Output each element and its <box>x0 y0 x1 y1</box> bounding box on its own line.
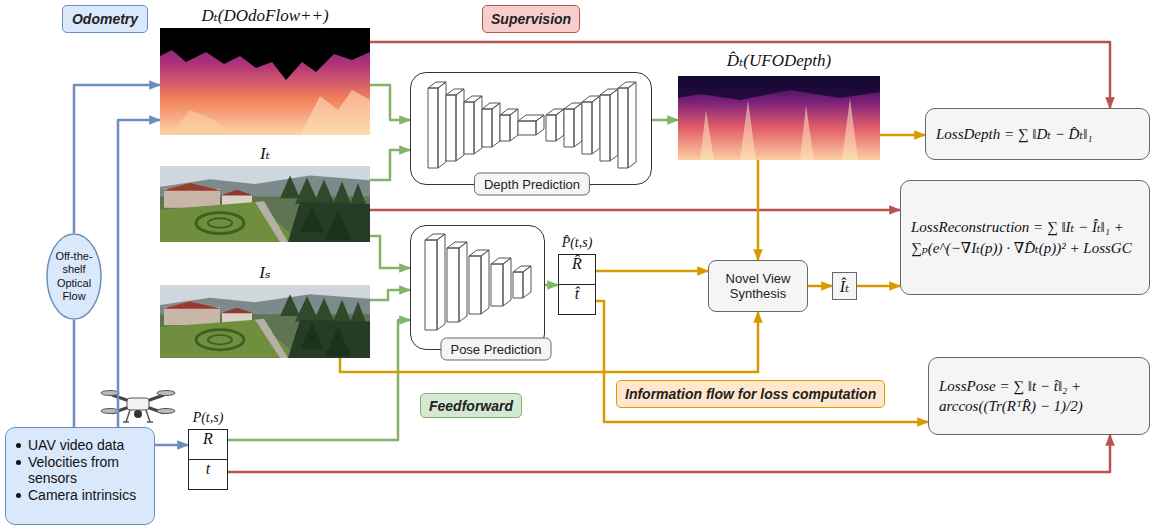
flow-arrow <box>370 85 410 120</box>
label-text: LossDepth = ∑ ‖Dₜ − D̂ₜ‖₁ <box>936 124 1139 144</box>
label-text: Off-the-shelf Optical Flow <box>50 250 98 303</box>
bullet <box>16 493 21 498</box>
flow-arrow <box>73 320 76 427</box>
label-text: t̂ <box>559 284 595 314</box>
depth-map-image: D̂ₜ(UFODepth) <box>678 50 880 160</box>
legend-tag: Odometry <box>62 5 148 33</box>
predicted-depth-picture <box>678 76 880 160</box>
flow-arrow <box>228 320 410 440</box>
ellipse-shape <box>47 234 101 319</box>
image-box: Îₜ <box>832 272 857 300</box>
frame-image: Iₛ <box>160 262 370 358</box>
flow-arrow <box>596 270 708 273</box>
label-text: P(t,s) <box>188 407 228 429</box>
flow-arrow <box>370 290 410 300</box>
label-text: t <box>189 459 227 489</box>
label-text: Pose Prediction <box>440 338 551 361</box>
frame-picture <box>160 166 370 242</box>
flow-arrow <box>370 209 900 212</box>
label-text: P̂(t,s) <box>558 232 596 254</box>
list-item: UAV video data <box>14 437 146 453</box>
bullet <box>16 460 21 465</box>
label-text: Iₜ <box>160 143 370 165</box>
label-text: Dₜ(DOdoFlow++) <box>160 5 370 27</box>
label-text: Camera intrinsics <box>28 487 136 503</box>
input-box: UAV video dataVelocities from sensorsCam… <box>5 427 155 525</box>
loss-box: LossReconstruction = ∑ ‖Iₜ − Îₜ‖₁ + ∑ₚ(e… <box>900 180 1150 295</box>
flow-arrow <box>340 312 758 372</box>
label-text: Supervision <box>491 11 571 27</box>
flow-arrow <box>857 285 900 288</box>
label-text: Novel View Synthesis <box>715 271 801 301</box>
legend-tag: Information flow for loss computation <box>616 380 885 408</box>
flow-arrow <box>652 119 678 122</box>
vector-cells: Rt <box>188 429 228 490</box>
pose-vector: P̂(t,s)R̂t̂ <box>558 232 596 316</box>
legend-tag: Supervision <box>482 5 580 33</box>
bullet <box>16 443 21 448</box>
pose-vector: P(t,s)Rt <box>188 407 228 490</box>
flow-arrow <box>155 444 188 447</box>
label-text: Depth Prediction <box>474 173 590 196</box>
label-text: Îₜ <box>840 277 849 296</box>
legend-tag: Feedforward <box>420 393 522 418</box>
network-block: Depth Prediction <box>410 72 652 185</box>
label-text: Feedforward <box>429 398 513 414</box>
vector-cells: R̂t̂ <box>558 254 596 315</box>
depth-map-picture <box>160 28 370 135</box>
flow-arrow <box>370 236 410 268</box>
flow-arrow <box>370 150 410 180</box>
flow-arrow <box>880 134 925 137</box>
list-item: Camera intrinsics <box>14 487 146 503</box>
label-text: D̂ₜ(UFODepth) <box>678 50 880 72</box>
flow-arrow <box>757 160 760 260</box>
label-text: Information flow for loss computation <box>625 386 876 402</box>
flow-arrow <box>545 284 558 287</box>
process-box: Novel View Synthesis <box>708 260 808 312</box>
frame-picture <box>160 285 370 358</box>
cnn-illustration <box>425 234 531 330</box>
loss-box: LossPose = ∑ ‖t − t̂‖₂ + arccos((Tr(RᵀR̂… <box>928 357 1150 435</box>
label-text: R̂ <box>559 255 595 284</box>
cnn-illustration <box>428 82 636 168</box>
depth-map-image: Dₜ(DOdoFlow++) <box>160 5 370 135</box>
flow-arrow <box>370 42 1110 108</box>
flow-arrow <box>808 285 832 288</box>
process-ellipse: Off-the-shelf Optical Flow <box>46 233 102 320</box>
drone-icon <box>101 391 175 423</box>
label-text: Odometry <box>72 11 138 27</box>
label-text: R <box>189 430 227 459</box>
label-text: Velocities from sensors <box>28 454 146 486</box>
frame-image: Iₜ <box>160 143 370 242</box>
flow-arrow <box>118 120 160 427</box>
flow-arrow <box>228 435 1110 472</box>
label-text: Iₛ <box>160 262 370 284</box>
loss-box: LossDepth = ∑ ‖Dₜ − D̂ₜ‖₁ <box>925 108 1150 160</box>
label-text: LossReconstruction = ∑ ‖Iₜ − Îₜ‖₁ + ∑ₚ(e… <box>911 217 1139 258</box>
flow-arrow <box>596 301 928 422</box>
list-item: Velocities from sensors <box>14 454 146 486</box>
label-text: UAV video data <box>28 437 124 453</box>
label-text: LossPose = ∑ ‖t − t̂‖₂ + arccos((Tr(RᵀR̂… <box>939 376 1139 417</box>
network-block: Pose Prediction <box>410 225 545 350</box>
